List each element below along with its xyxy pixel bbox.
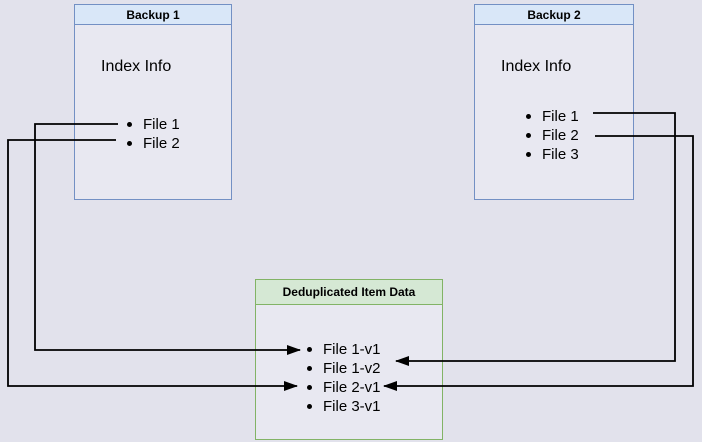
backup2-box: Backup 2 Index Info File 1 File 2 File 3	[474, 4, 634, 200]
list-item-file3-v1: File 3-v1	[307, 397, 381, 416]
list-item-file1-v2: File 1-v2	[307, 359, 381, 378]
list-item-file1: File 1	[526, 107, 579, 126]
dedup-title: Deduplicated Item Data	[256, 280, 442, 305]
list-item-file3: File 3	[526, 145, 579, 164]
backup2-title: Backup 2	[475, 5, 633, 25]
backup1-title: Backup 1	[75, 5, 231, 25]
list-item-file2: File 2	[127, 134, 180, 153]
list-item-file1-v1: File 1-v1	[307, 340, 381, 359]
dedup-file-list: File 1-v1 File 1-v2 File 2-v1 File 3-v1	[307, 340, 381, 416]
backup1-box: Backup 1 Index Info File 1 File 2	[74, 4, 232, 200]
dedup-box: Deduplicated Item Data File 1-v1 File 1-…	[255, 279, 443, 440]
list-item-file2: File 2	[526, 126, 579, 145]
backup1-index-info-label: Index Info	[101, 58, 172, 75]
backup1-file-list: File 1 File 2	[127, 115, 180, 153]
backup2-file-list: File 1 File 2 File 3	[526, 107, 579, 164]
list-item-file1: File 1	[127, 115, 180, 134]
list-item-file2-v1: File 2-v1	[307, 378, 381, 397]
backup2-index-info-label: Index Info	[501, 58, 572, 75]
